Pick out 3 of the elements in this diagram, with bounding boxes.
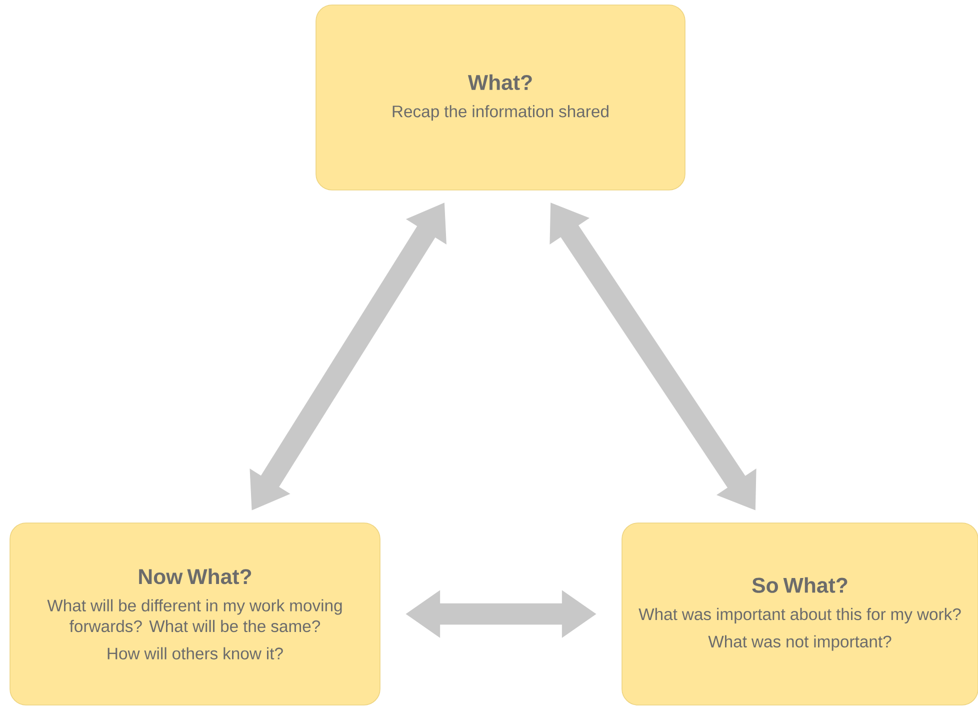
process-box: What? Recap the information shared (316, 4, 686, 190)
process-box: Now What? What will be different in my work moving forwards? What will be the same? How will others know it? (10, 522, 380, 706)
process-box: So What? What was important about this for my work? What was not important? (622, 522, 978, 706)
